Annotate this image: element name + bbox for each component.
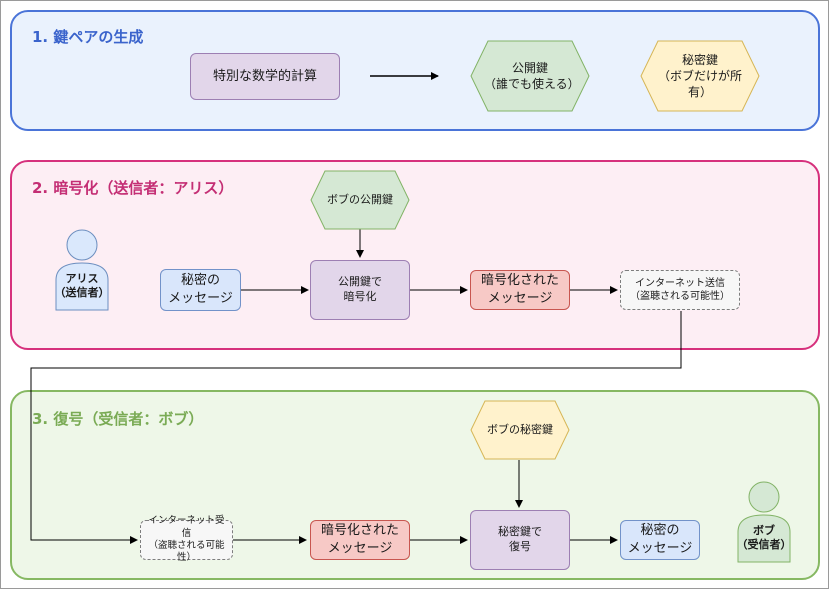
bob-private-key-label: ボブの秘密鍵 <box>487 422 553 436</box>
person-icon <box>55 229 109 311</box>
bob-receiver-figure: ボブ （受信者） <box>734 480 794 564</box>
bob-public-key-hexagon: ボブの公開鍵 <box>310 170 410 230</box>
encrypt-with-public-key-box: 公開鍵で 暗号化 <box>310 260 410 320</box>
encrypted-message-received-box: 暗号化された メッセージ <box>310 520 410 560</box>
private-key-hexagon: 秘密鍵 （ボブだけが所有） <box>640 40 760 112</box>
hexagon-shape <box>470 400 570 460</box>
internet-receive-box: インターネット受信 （盗聴される可能性） <box>140 515 233 563</box>
public-key-label: 公開鍵 （誰でも使える） <box>484 60 580 91</box>
private-key-label: 秘密鍵 （ボブだけが所有） <box>657 52 742 100</box>
section-title-encryption: 2. 暗号化（送信者：アリス） <box>32 179 234 197</box>
math-computation-box: 特別な数学的計算 <box>190 53 340 100</box>
plain-message-box: 秘密の メッセージ <box>160 269 241 311</box>
encrypted-message-box: 暗号化された メッセージ <box>470 270 570 310</box>
alice-label: アリス （送信者） <box>54 272 110 299</box>
bob-private-key-hexagon: ボブの秘密鍵 <box>470 400 570 460</box>
bob-label: ボブ （受信者） <box>736 524 792 551</box>
decrypted-message-box: 秘密の メッセージ <box>620 520 700 560</box>
decrypt-with-private-key-box: 秘密鍵で 復号 <box>470 510 570 570</box>
public-key-hexagon: 公開鍵 （誰でも使える） <box>470 40 590 112</box>
internet-send-box: インターネット送信 （盗聴される可能性） <box>620 270 740 310</box>
person-icon <box>737 481 791 563</box>
hexagon-shape <box>640 40 760 112</box>
section-title-decryption: 3. 復号（受信者：ボブ） <box>32 410 204 428</box>
hexagon-shape <box>470 40 590 112</box>
section-title-key-generation: 1. 鍵ペアの生成 <box>32 28 144 46</box>
alice-sender-figure: アリス （送信者） <box>52 228 112 312</box>
hexagon-shape <box>310 170 410 230</box>
bob-public-key-label: ボブの公開鍵 <box>327 192 393 206</box>
